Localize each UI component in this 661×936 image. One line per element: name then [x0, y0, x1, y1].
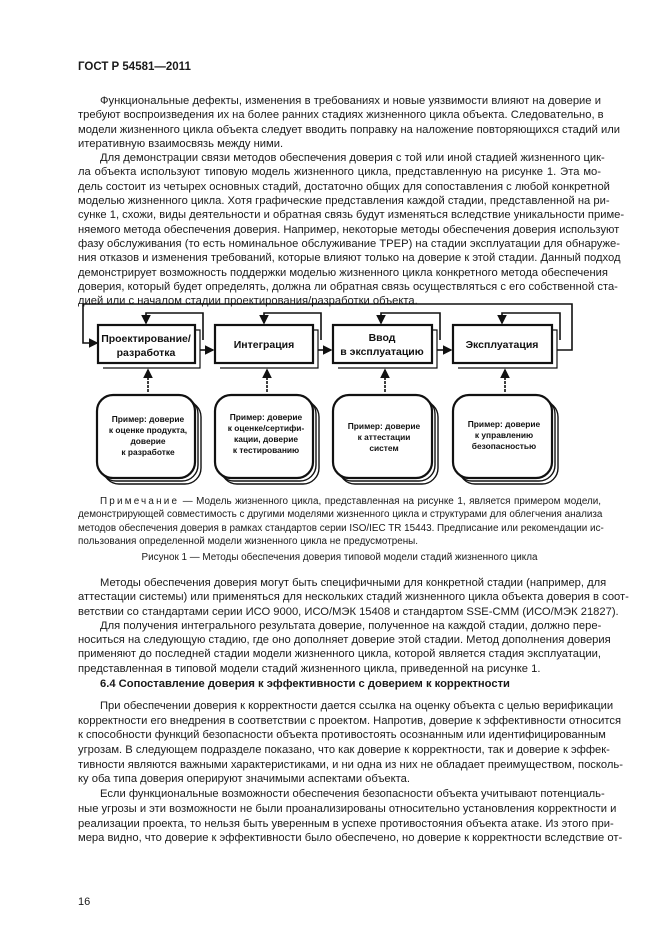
paragraph-line: ные угрозы и эти возможности не были про… — [78, 802, 617, 815]
stage-box-2 — [213, 312, 322, 369]
stage-box-3 — [331, 312, 441, 369]
paragraph-line: итеративную взаимосвязь между ними. — [78, 137, 284, 150]
paragraph-line: ла объекта используют типовую модель жиз… — [78, 166, 601, 179]
text-block-top: Функциональные дефекты, изменения в треб… — [78, 94, 625, 308]
stage-box-1 — [96, 312, 204, 369]
paragraph-line: моделью жизненного цикла. Хотя графическ… — [78, 195, 610, 208]
page-number: 16 — [78, 896, 91, 908]
note-line: пользования определенной модели жизненно… — [78, 536, 418, 548]
stage-label-2: Интеграция — [234, 339, 295, 351]
stage-label-1: Проектирование/разработка — [101, 333, 191, 359]
paragraph-line: мера видно, что доверие к эффективности … — [78, 832, 623, 845]
paragraph-line: Методы обеспечения доверия могут быть сп… — [100, 577, 607, 589]
figure-caption: Рисунок 1 — Методы обеспечения доверия т… — [141, 552, 538, 563]
paragraph-line: При обеспечении доверия к корректности д… — [100, 700, 614, 712]
stage-box-4 — [451, 312, 561, 369]
paragraph-line: дель состоит из четырех основных стадий,… — [78, 180, 610, 193]
paragraph-line: применяют до последней стадии модели жиз… — [78, 648, 601, 661]
example-box-4 — [451, 393, 559, 485]
note-line: демонстрирующей совместимость с другими … — [78, 509, 603, 521]
paragraph-line: тивности являются важными характеристика… — [78, 758, 623, 771]
note-line: Примечание — Модель жизненного цикла, пр… — [100, 496, 601, 507]
example-box-2 — [213, 393, 320, 485]
paragraph-line: демонстрирует возможность поддержки моде… — [78, 266, 608, 279]
paragraph-line: Для получения интегрального результата д… — [100, 619, 602, 632]
paragraph-line: к способности функций безопасности объек… — [78, 729, 606, 742]
stage-label-4: Эксплуатация — [466, 339, 539, 351]
document-header: ГОСТ Р 54581—2011 — [78, 61, 191, 73]
paragraph-line: ку оба типа доверия оперируют значимыми … — [78, 773, 411, 786]
paragraph-line: носиться на следующую стадию, где оно до… — [78, 634, 611, 647]
paragraph-line: представленная в типовой модели стадий ж… — [78, 662, 541, 675]
section-heading: 6.4 Сопоставление доверия к эффективност… — [100, 678, 510, 690]
figure-note: Примечание — Модель жизненного цикла, пр… — [78, 495, 604, 549]
text-block-middle: Методы обеспечения доверия могут быть сп… — [78, 576, 629, 676]
paragraph-line: Для демонстрации связи методов обеспечен… — [100, 152, 605, 165]
paragraph-line: корректности его внедрения в соответстви… — [78, 714, 622, 727]
paragraph-line: ветствии со стандартами серии ИСО 9000, … — [78, 605, 619, 618]
paragraph-line: Если функциональные возможности обеспече… — [100, 788, 605, 801]
lifecycle-diagram: Проектирование/разработка Интеграция Вво… — [82, 303, 573, 485]
text-block-bottom: При обеспечении доверия к корректности д… — [78, 699, 623, 846]
paragraph-line: сунке 1, схожи, виды деятельности и обра… — [78, 209, 625, 222]
paragraph-line: модели жизненного цикла объекта следует … — [78, 123, 621, 136]
paragraph-line: угрозам. В следующем подразделе показано… — [78, 744, 610, 757]
paragraph-line: Функциональные дефекты, изменения в треб… — [100, 95, 601, 107]
paragraph-line: доверия, который будет определять, должн… — [78, 280, 618, 293]
example-box-1 — [95, 393, 202, 485]
paragraph-line: фазу обслуживания (то есть номинальное о… — [78, 237, 620, 250]
outer-feedback-arrow — [82, 303, 573, 351]
paragraph-line: аттестации системы) или применяться для … — [78, 591, 629, 604]
paragraph-line: ния отказов и изменения требований, кото… — [78, 252, 621, 265]
paragraph-line: няемого метода обеспечения доверия. Напр… — [78, 223, 620, 236]
note-line: методов обеспечения доверия в рамках ста… — [78, 522, 604, 534]
note-label: Примечание — [100, 496, 180, 507]
example-box-3 — [331, 393, 439, 485]
paragraph-line: реализации проекта, то нельзя быть увере… — [78, 817, 614, 830]
paragraph-line: требуют воспроизведения их на более ранн… — [78, 109, 604, 122]
